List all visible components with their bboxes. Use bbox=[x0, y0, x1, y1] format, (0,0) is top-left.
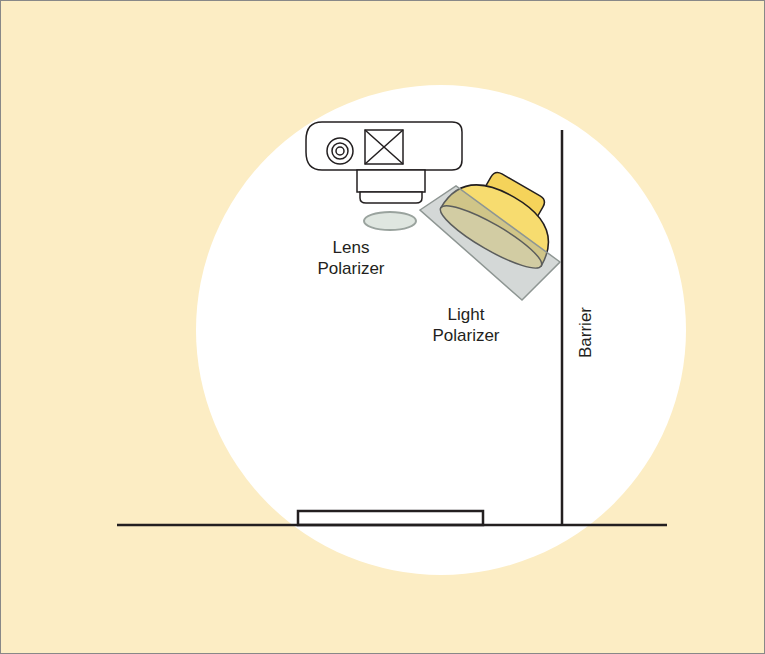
lens-polarizer-filter bbox=[364, 212, 416, 230]
camera bbox=[306, 122, 462, 203]
subject-object bbox=[298, 511, 483, 525]
part-label: Lens Polarizer bbox=[303, 237, 399, 279]
part-label: Light Polarizer bbox=[418, 304, 514, 346]
barrier-line bbox=[561, 130, 564, 525]
ground-line bbox=[117, 524, 667, 527]
light-spot bbox=[196, 85, 686, 575]
barrier-label: Barrier bbox=[575, 306, 596, 357]
light-polarizer-sheet bbox=[420, 186, 560, 300]
